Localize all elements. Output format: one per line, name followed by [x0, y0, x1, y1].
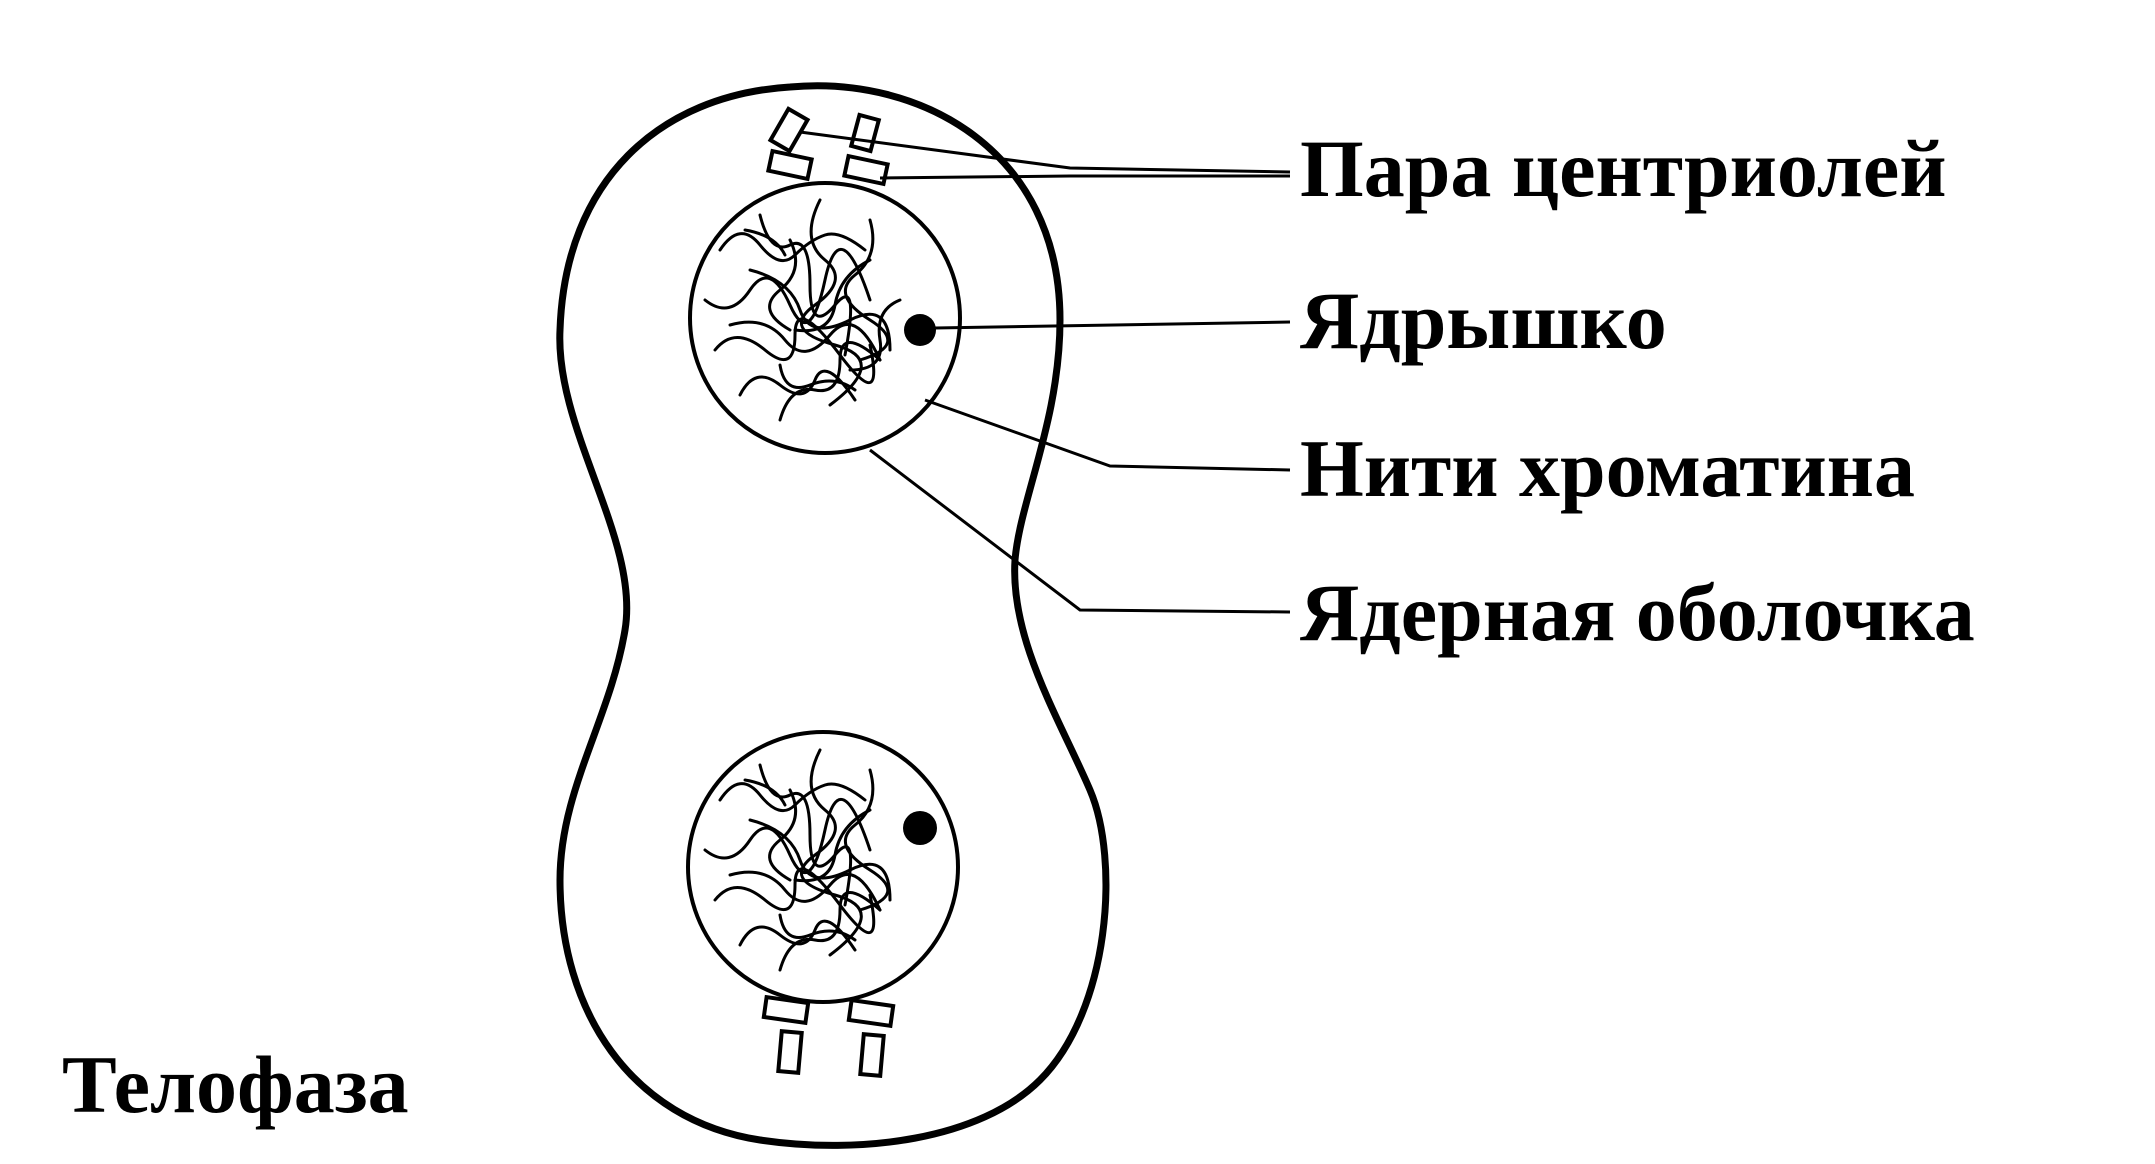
- leader-centrioles-upper: [799, 130, 1291, 174]
- lower-chromatin-threads: [703, 748, 892, 972]
- leader-centrioles-lower: [879, 174, 1290, 180]
- leader-nucleolus: [934, 320, 1291, 330]
- leader-chromatin: [924, 398, 1291, 472]
- upper-nucleus: [688, 181, 962, 455]
- upper-nuclear-envelope: [688, 181, 962, 455]
- label-nucleolus: Ядрышко: [1300, 275, 1667, 366]
- label-chromatin: Нити хроматина: [1300, 423, 1915, 514]
- cell-membrane: [556, 82, 1110, 1149]
- lower-nucleolus: [903, 811, 937, 845]
- label-centrioles: Пара центриолей: [1300, 123, 1946, 214]
- lower-centriole-pair: [761, 994, 896, 1078]
- lower-nucleus: [686, 730, 960, 1004]
- upper-nucleolus: [904, 314, 936, 346]
- leader-envelope: [869, 448, 1291, 614]
- upper-chromatin-threads: [703, 198, 902, 422]
- leader-lines: [799, 130, 1291, 614]
- phase-title: Телофаза: [62, 1039, 409, 1130]
- upper-centriole-pair: [765, 106, 891, 187]
- label-envelope: Ядерная оболочка: [1300, 567, 1975, 658]
